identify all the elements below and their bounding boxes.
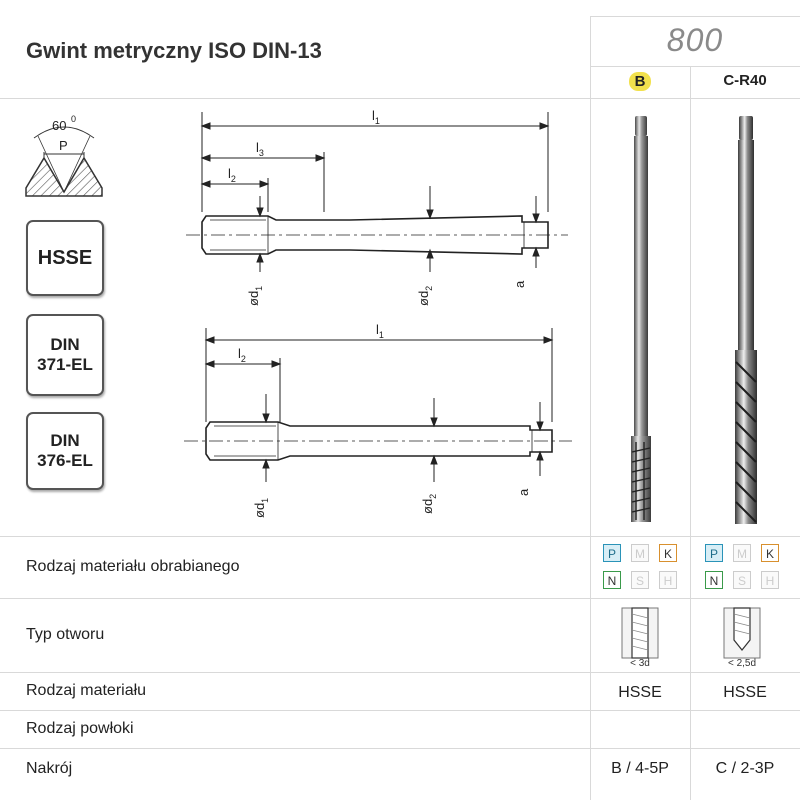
thread-profile-icon: 60 0 P (25, 114, 103, 197)
column-b-badge: B (628, 72, 652, 91)
dim-d2-label: ød2 (416, 286, 434, 306)
header-top-divider (590, 16, 800, 17)
dim-l2-label: l2 (228, 166, 236, 184)
drawing-divider (0, 536, 800, 537)
tap-drawing-371: l1 l3 l2 ød1 ød2 a (186, 108, 568, 306)
row-divider-1 (0, 598, 800, 599)
material-p-c: P (705, 544, 723, 562)
col-divider-left (590, 16, 591, 800)
dim-d1-label: ød1 (246, 286, 264, 306)
material-k-b: K (659, 544, 677, 562)
tap-drawing-376: l1 l2 ød1 ød2 a (184, 322, 572, 518)
material-m-c: M (733, 544, 751, 562)
dim-l2-label-2: l2 (238, 346, 246, 364)
col-divider-mid (690, 66, 691, 800)
tool-image-c (735, 116, 757, 524)
material-s-c: S (733, 571, 751, 589)
row-label-material-type: Rodzaj materiału obrabianego (26, 558, 240, 575)
page-title: Gwint metryczny ISO DIN-13 (26, 38, 322, 63)
column-header-c: C-R40 (723, 72, 767, 89)
through-hole-icon (621, 607, 659, 659)
norm-badge-376-line2: 376-EL (37, 451, 93, 470)
column-header-b: B (590, 72, 690, 91)
tool-image-b (631, 116, 651, 522)
dim-l3-label: l3 (256, 140, 264, 158)
norm-badge-371: DIN 371-EL (26, 314, 104, 396)
material-m-b: M (631, 544, 649, 562)
material-h-c: H (761, 571, 779, 589)
header-divider (0, 98, 800, 99)
blind-hole-icon (723, 607, 761, 659)
row-divider-3 (0, 710, 800, 711)
dim-l1-label: l1 (372, 108, 380, 126)
row-label-tool-material: Rodzaj materiału (26, 682, 147, 699)
series-code: 800 (666, 22, 724, 58)
norm-badge-371-line2: 371-EL (37, 355, 93, 374)
dim-a-label-2: a (516, 488, 531, 496)
material-s-b: S (631, 571, 649, 589)
chamfer-b: B / 4-5P (611, 760, 669, 777)
hole-depth-c: < 2,5d (727, 658, 757, 669)
norm-badge-371-line1: DIN (50, 335, 80, 354)
header-sub-divider (590, 66, 800, 67)
angle-label: 60 (52, 118, 66, 133)
material-h-b: H (659, 571, 677, 589)
dim-d1-label-2: ød1 (252, 498, 270, 518)
row-label-hole-type: Typ otworu (26, 626, 105, 643)
row-label-coating: Rodzaj powłoki (26, 720, 134, 737)
dim-d2-label-2: ød2 (420, 494, 438, 514)
material-n-b: N (603, 571, 621, 589)
material-badge-text: HSSE (37, 246, 93, 269)
tool-material-c: HSSE (723, 684, 767, 701)
material-k-c: K (761, 544, 779, 562)
row-divider-4 (0, 748, 800, 749)
dim-l1-label-2: l1 (376, 322, 384, 340)
angle-degree-mark: 0 (71, 114, 76, 124)
norm-badge-376-line1: DIN (50, 431, 80, 450)
row-divider-2 (0, 672, 800, 673)
chamfer-c: C / 2-3P (715, 760, 775, 777)
dim-a-label: a (512, 280, 527, 288)
material-n-c: N (705, 571, 723, 589)
hole-depth-b: < 3d (630, 658, 650, 669)
material-p-b: P (603, 544, 621, 562)
pitch-label: P (59, 138, 68, 153)
tool-material-b: HSSE (618, 684, 662, 701)
row-label-chamfer: Nakrój (26, 760, 73, 777)
norm-badge-376: DIN 376-EL (26, 412, 104, 490)
material-badge: HSSE (26, 220, 104, 296)
